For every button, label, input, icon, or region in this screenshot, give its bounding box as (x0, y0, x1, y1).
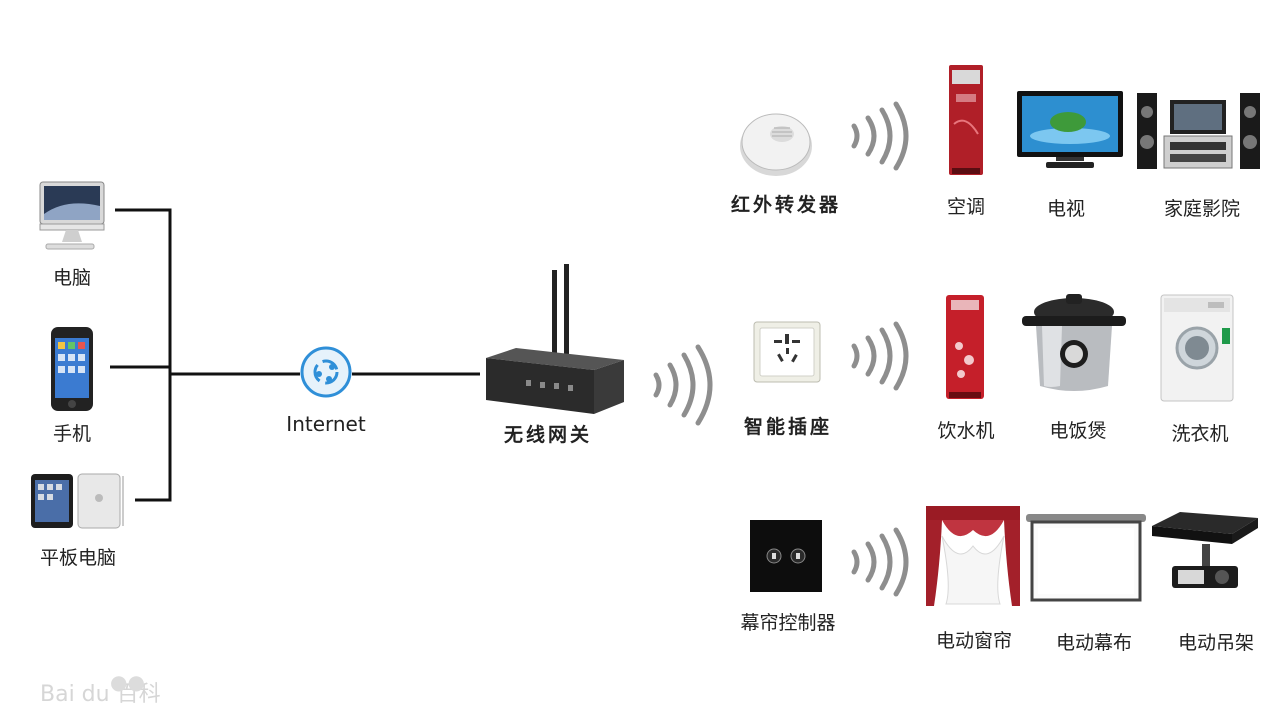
smart-socket-label: 智能插座 (743, 416, 833, 438)
smart-socket-icon (752, 320, 824, 390)
tv-label: 电视 (1046, 198, 1086, 220)
rice-cooker-icon (1022, 292, 1126, 400)
ir-transmitter-label: 红外转发器 (730, 194, 842, 216)
ir-transmitter-icon (738, 108, 818, 182)
projection-screen-icon (1026, 514, 1146, 606)
tablet-icon (30, 472, 126, 534)
gateway-label: 无线网关 (503, 424, 593, 446)
projector-mount-icon (1150, 510, 1260, 598)
watermark: ●● Bai du 百科 (40, 670, 161, 708)
signal-row1-icon (850, 101, 909, 174)
air-conditioner-label: 空调 (946, 196, 986, 218)
air-conditioner-icon (948, 64, 984, 182)
phone-icon (50, 326, 94, 416)
rice-cooker-label: 电饭煲 (1049, 420, 1107, 442)
electric-curtain-label: 电动窗帘 (935, 630, 1013, 652)
computer-label: 电脑 (52, 267, 92, 289)
washing-machine-label: 洗衣机 (1171, 423, 1229, 445)
gateway-signal-icon (652, 344, 713, 429)
computer-icon (36, 180, 108, 256)
signal-row2-icon (850, 321, 909, 394)
washing-machine-icon (1160, 294, 1234, 406)
tablet-label: 平板电脑 (39, 547, 117, 569)
home-theater-icon (1136, 92, 1262, 174)
watermark-text: Bai du 百科 (40, 682, 161, 707)
water-dispenser-icon (945, 294, 985, 404)
line-computer (115, 208, 172, 502)
internet-label: Internet (286, 412, 366, 436)
curtain-controller-icon (750, 520, 822, 596)
projection-screen-label: 电动幕布 (1055, 632, 1133, 654)
curtain-controller-label: 幕帘控制器 (740, 612, 836, 634)
home-theater-label: 家庭影院 (1163, 198, 1241, 220)
phone-label: 手机 (52, 423, 92, 445)
wireless-gateway-icon (486, 262, 626, 418)
electric-curtain-icon (926, 506, 1020, 610)
signal-row3-icon (850, 527, 909, 600)
projector-mount-label: 电动吊架 (1177, 632, 1255, 654)
internet-icon (299, 345, 353, 403)
tv-icon (1016, 90, 1124, 174)
paw-icon: ●● (110, 670, 145, 694)
water-dispenser-label: 饮水机 (937, 420, 995, 442)
